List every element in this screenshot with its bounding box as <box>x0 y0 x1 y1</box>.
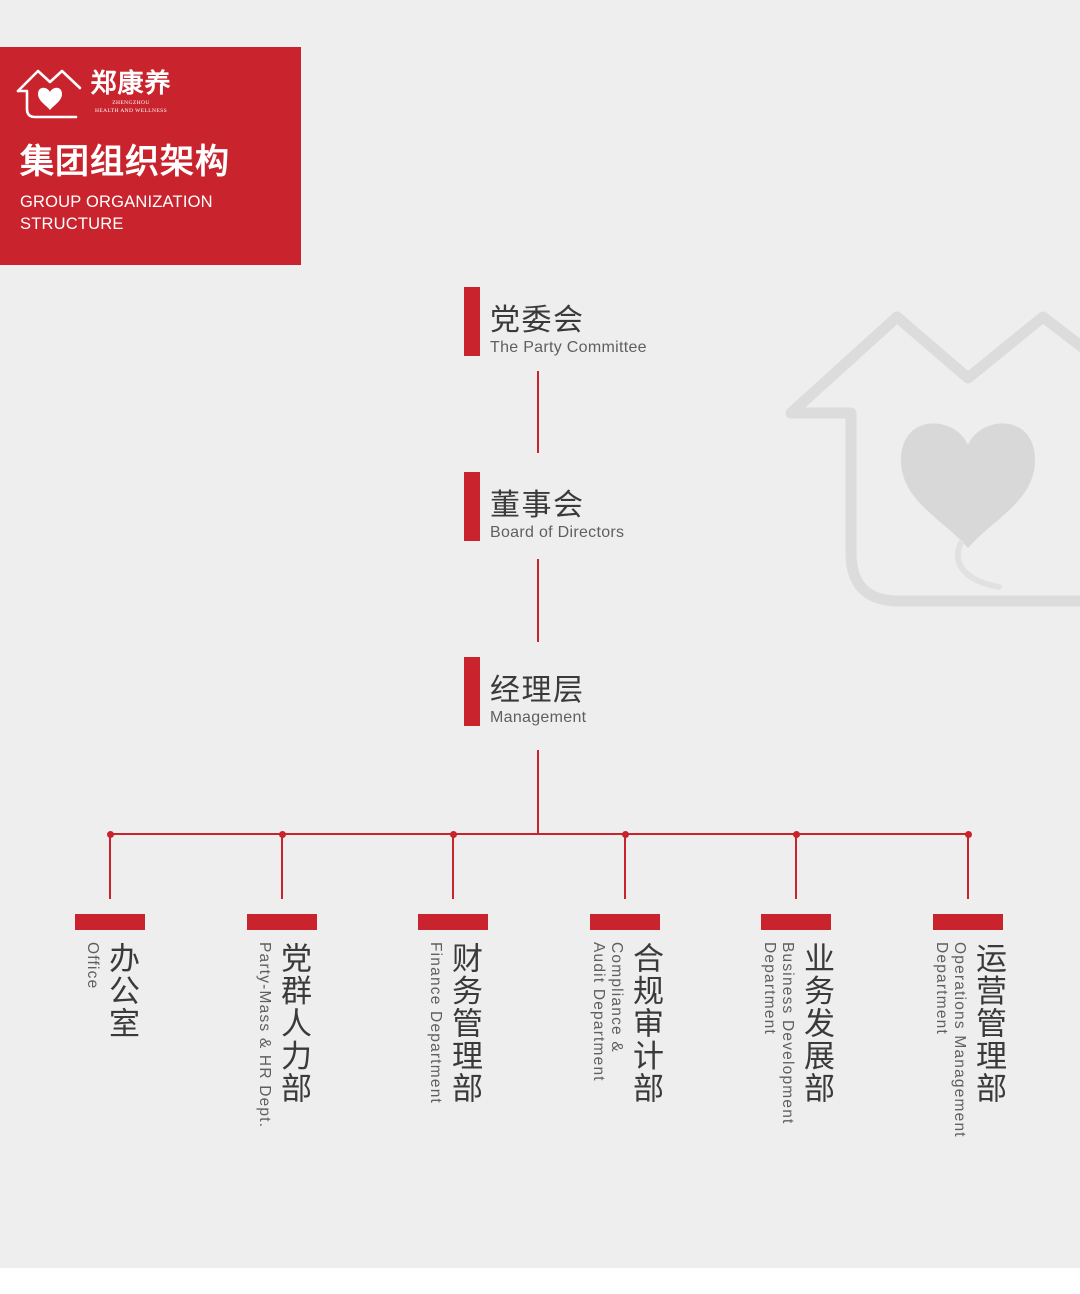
department-compliance-audit: 合规审计部 Compliance & Audit Department <box>589 942 663 1105</box>
department-marker <box>418 914 488 930</box>
brand-tagline-city: ZHENGZHOU <box>112 100 150 106</box>
branch-drop-line <box>624 835 626 899</box>
header-card: 郑康养 ZHENGZHOU HEALTH AND WELLNESS 集团组织架构… <box>0 47 301 265</box>
org-node-board-of-directors: 董事会 Board of Directors <box>490 489 624 543</box>
department-name-en-line-1: Compliance & <box>608 942 625 1053</box>
node-marker <box>464 287 480 356</box>
page-subtitle-line-1: GROUP ORGANIZATION <box>20 193 213 211</box>
department-marker <box>75 914 145 930</box>
department-name-zh: 运营管理部 <box>971 942 1006 1105</box>
branch-dot <box>621 830 629 838</box>
brand-block: 郑康养 ZHENGZHOU HEALTH AND WELLNESS <box>86 69 176 115</box>
house-heart-watermark-icon <box>785 311 1080 607</box>
department-finance: 财务管理部 Finance Department <box>426 942 482 1105</box>
department-marker <box>590 914 660 930</box>
node-marker <box>464 657 480 726</box>
department-name-en-line-1: Operations Management <box>951 942 968 1138</box>
node-title-en: Management <box>490 709 587 726</box>
org-node-party-committee: 党委会 The Party Committee <box>490 304 647 358</box>
department-marker <box>761 914 831 930</box>
branch-dot <box>278 830 286 838</box>
department-name-zh: 业务发展部 <box>799 942 834 1105</box>
house-heart-logo-icon <box>16 69 82 119</box>
connector-line <box>537 750 539 834</box>
branch-dot <box>106 830 114 838</box>
branch-drop-line <box>281 835 283 899</box>
department-operations-management: 运营管理部 Operations Management Department <box>932 942 1006 1138</box>
department-business-development: 业务发展部 Business Development Department <box>760 942 834 1125</box>
page-subtitle-line-2: STRUCTURE <box>20 215 124 233</box>
brand-name: 郑康养 <box>90 69 172 99</box>
connector-line <box>537 371 539 453</box>
brand-tagline-english: HEALTH AND WELLNESS <box>94 108 168 114</box>
branch-line <box>110 833 968 835</box>
department-name-en-line-2: Audit Department <box>590 942 607 1082</box>
branch-dot <box>792 830 800 838</box>
department-name-zh: 财务管理部 <box>447 942 482 1105</box>
department-party-mass-hr: 党群人力部 Party-Mass & HR Dept. <box>255 942 311 1129</box>
department-name-en: Party-Mass & HR Dept. <box>256 942 273 1129</box>
department-name-en-line-2: Department <box>761 942 778 1035</box>
node-marker <box>464 472 480 541</box>
department-name-zh: 党群人力部 <box>276 942 311 1105</box>
department-name-en: Office <box>84 942 101 990</box>
node-title-zh: 党委会 <box>490 304 585 337</box>
connector-line <box>537 559 539 642</box>
branch-drop-line <box>452 835 454 899</box>
department-name-zh: 合规审计部 <box>628 942 663 1105</box>
department-name-en-line-2: Department <box>933 942 950 1035</box>
branch-dot <box>449 830 457 838</box>
department-marker <box>247 914 317 930</box>
page-subtitle: GROUP ORGANIZATION STRUCTURE <box>20 191 213 235</box>
page-title: 集团组织架构 <box>20 143 230 181</box>
department-name-en-line-1: Business Development <box>779 942 796 1125</box>
node-title-zh: 经理层 <box>490 674 585 707</box>
department-office: 办公室 Office <box>83 942 139 1040</box>
department-name-zh: 办公室 <box>104 942 139 1040</box>
branch-drop-line <box>795 835 797 899</box>
branch-dot <box>964 830 972 838</box>
footer-strip <box>0 1268 1080 1294</box>
node-title-en: The Party Committee <box>490 339 647 356</box>
branch-drop-line <box>109 835 111 899</box>
department-name-en: Finance Department <box>427 942 444 1105</box>
node-title-en: Board of Directors <box>490 524 625 541</box>
node-title-zh: 董事会 <box>490 489 585 522</box>
org-node-management: 经理层 Management <box>490 674 586 728</box>
department-marker <box>933 914 1003 930</box>
branch-drop-line <box>967 835 969 899</box>
